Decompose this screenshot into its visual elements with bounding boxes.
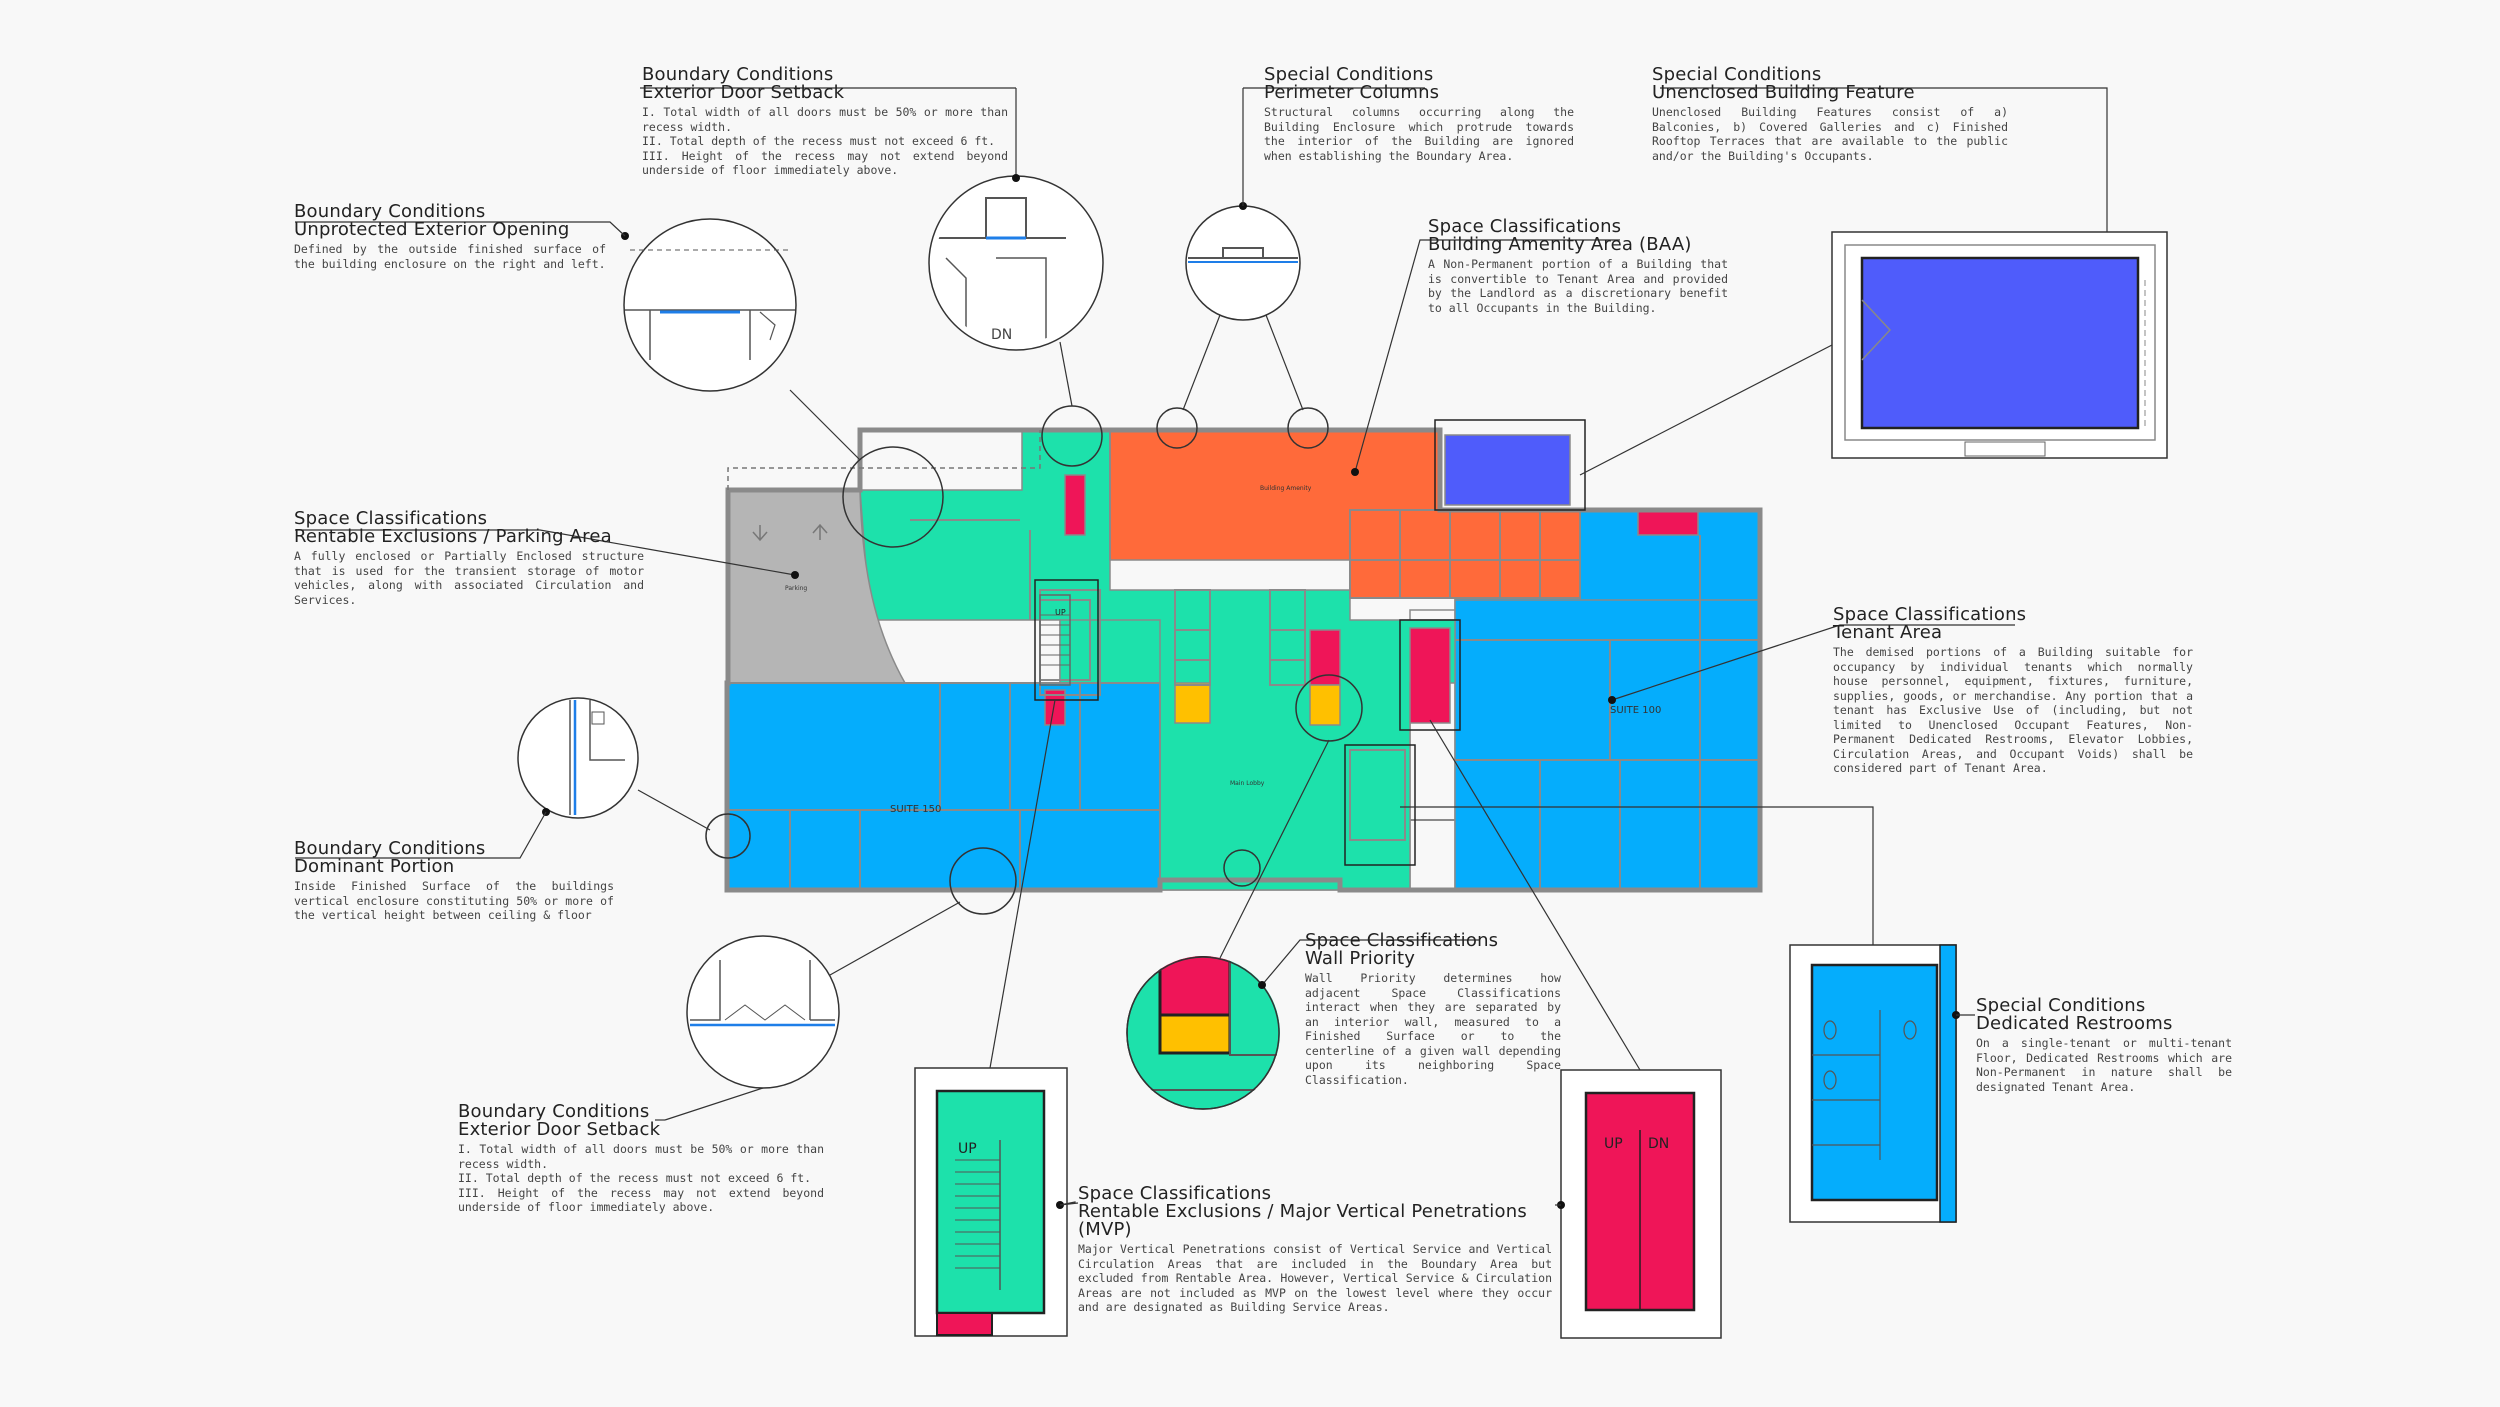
detail-dn-label: DN [991,327,1012,343]
note-category: Space Classifications [1305,930,1499,951]
mvp-shaft-2 [1309,629,1341,686]
mvp-shaft-dn-label: DN [1648,1136,1669,1152]
note-body: Wall Priority determines how adjacent Sp… [1305,971,1561,1087]
floor-plan: SUITE 100 SUITE 150 Parking Building Ame… [705,405,1763,915]
mvp-shaft-4 [1637,509,1699,536]
note-body: I. Total width of all doors must be 50% … [642,105,1008,177]
plan-label-parking: Parking [785,585,807,592]
note-title: Dominant Portion [294,856,455,877]
note-mvp: Space Classifications Rentable Exclusion… [1078,1185,1552,1315]
note-unenclosed-feature: Special Conditions Unenclosed Building F… [1652,66,2008,163]
note-category: Space Classifications [294,508,488,529]
note-title: Unenclosed Building Feature [1652,82,1915,103]
detail-unenclosed-feature [1831,231,2168,459]
note-category: Special Conditions [1976,995,2146,1016]
note-category: Space Classifications [1833,604,2027,625]
note-title: Exterior Door Setback [458,1119,661,1140]
parking-area [727,489,907,684]
note-body: I. Total width of all doors must be 50% … [458,1142,824,1214]
note-category: Boundary Conditions [294,838,486,859]
note-body: Inside Finished Surface of the buildings… [294,879,614,922]
note-title: Unprotected Exterior Opening [294,219,570,240]
detail-dominant-portion [517,697,639,819]
mvp-shaft-3 [1409,627,1451,724]
note-title: Rentable Exclusions / Major Vertical Pen… [1078,1201,1527,1240]
note-category: Space Classifications [1078,1183,1272,1204]
detail-unprotected-opening [623,218,797,392]
note-unprotected-opening: Boundary Conditions Unprotected Exterior… [294,203,606,271]
note-baa: Space Classifications Building Amenity A… [1428,218,1728,315]
note-door-setback-bottom: Boundary Conditions Exterior Door Setbac… [458,1103,824,1215]
note-body: Structural columns occurring along the B… [1264,105,1574,163]
note-body: On a single-tenant or multi-tenant Floor… [1976,1036,2232,1094]
note-title: Dedicated Restrooms [1976,1013,2173,1034]
detail-mvp-shaft: UP DN [1560,1069,1722,1339]
note-category: Space Classifications [1428,216,1622,237]
plan-label-amenity: Building Amenity [1260,485,1312,492]
plan-label-suite-100: SUITE 100 [1610,705,1661,716]
note-dominant-portion: Boundary Conditions Dominant Portion Ins… [294,840,614,923]
note-title: Wall Priority [1305,948,1416,969]
note-category: Boundary Conditions [458,1101,650,1122]
mvp-shaft-up-label: UP [1604,1136,1623,1152]
note-tenant-area: Space Classifications Tenant Area The de… [1833,606,2193,776]
note-body: A fully enclosed or Partially Enclosed s… [294,549,644,607]
note-wall-priority: Space Classifications Wall Priority Wall… [1305,932,1561,1087]
restroom-core [1174,682,1211,724]
note-title: Tenant Area [1833,622,1943,643]
note-body: Defined by the outside finished surface … [294,242,606,271]
plan-label-suite-150: SUITE 150 [890,804,941,815]
note-perimeter-columns: Special Conditions Perimeter Columns Str… [1264,66,1574,163]
note-title: Perimeter Columns [1264,82,1440,103]
mvp-shaft-5 [1044,689,1066,726]
note-body: A Non-Permanent portion of a Building th… [1428,257,1728,315]
plan-label-lobby: Main Lobby [1230,780,1265,787]
unenclosed-feature-area [1444,434,1571,506]
note-body: Unenclosed Building Features consist of … [1652,105,2008,163]
note-category: Special Conditions [1264,64,1434,85]
detail-dedicated-restrooms [1789,944,1957,1223]
note-category: Boundary Conditions [642,64,834,85]
note-dedicated-restrooms: Special Conditions Dedicated Restrooms O… [1976,997,2232,1094]
note-body: Major Vertical Penetrations consist of V… [1078,1242,1552,1314]
note-parking: Space Classifications Rentable Exclusion… [294,510,644,607]
mvp-stair-up-label: UP [958,1141,977,1157]
note-category: Boundary Conditions [294,201,486,222]
detail-exterior-door: DN [928,175,1104,351]
note-door-setback-top: Boundary Conditions Exterior Door Setbac… [642,66,1008,178]
detail-wall-priority [1126,956,1280,1110]
suite-150-area [726,682,1161,891]
note-body: The demised portions of a Building suita… [1833,645,2193,775]
detail-exterior-door-2 [686,935,840,1089]
note-title: Rentable Exclusions / Parking Area [294,526,612,547]
note-category: Special Conditions [1652,64,1822,85]
note-title: Exterior Door Setback [642,82,845,103]
note-title: Building Amenity Area (BAA) [1428,234,1692,255]
mvp-shaft-1 [1064,474,1086,536]
detail-mvp-stair: UP [914,1067,1068,1337]
detail-perimeter-column [1185,205,1301,321]
plan-label-up: UP [1055,608,1066,617]
